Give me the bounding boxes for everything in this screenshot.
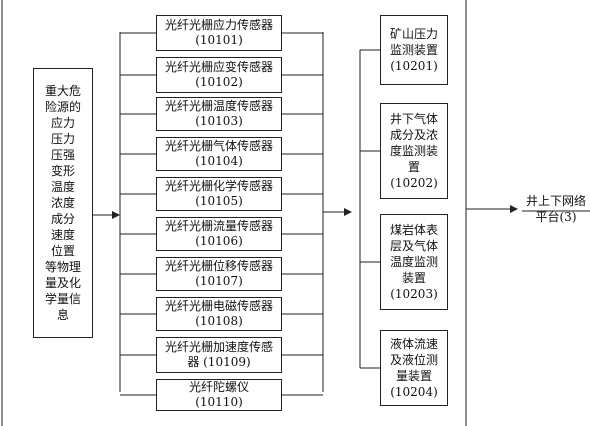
sensor-code: (10110) [195,395,243,409]
monitoring-device-line: 及液位测 [389,353,438,367]
hazard-source-box: 重大危险源的应力压力压强变形温度浓度成分速度位置等物理量及化学量信息 [33,68,93,338]
sensor-code: (10103) [195,114,243,128]
platform-line-1: 井上下网络 [525,194,586,208]
platform-line-2: 平台(3) [535,210,577,224]
sensor-to-device-arrow-head [344,208,352,216]
monitoring-device-line: (10203) [390,287,438,301]
sensor-name: 光纤光栅应变传感器 [164,60,273,74]
monitoring-device-box: 煤岩体表层及气体温度监测装置 (10203) [380,214,448,310]
hazard-source-line: 压力 [50,132,75,146]
sensor-name: 光纤光栅温度传感器 [164,99,273,113]
monitoring-device-line: 层及气体 [389,239,438,253]
sensor-name: 光纤光栅流量传感器 [164,219,273,233]
sensor-connectors [120,32,323,396]
sensor-code: (10105) [195,194,243,208]
sensor-name: 光纤光栅化学传感器 [164,179,273,193]
sensor-box: 光纤光栅化学传感器(10105) [156,177,282,211]
hazard-source-line: 学量信 [44,292,81,306]
sensor-name: 光纤光栅应力传感器 [164,18,273,32]
sensor-box: 光纤陀螺仪(10110) [156,379,282,411]
monitoring-device-line: 矿山压力 [389,27,438,41]
monitoring-device-box: 井下气体成分及浓度监测装置 (10202) [380,103,448,199]
monitoring-device-box: 液体流速及液位测量装置 (10204) [380,330,448,406]
hazard-source-text: 重大危险源的应力压力压强变形温度浓度成分速度位置等物理量及化学量信息 [45,83,81,323]
sensor-code: (10104) [195,154,243,168]
monitoring-device-line: 装置 [401,271,426,285]
sensor-box: 光纤光栅电磁传感器(10108) [156,297,282,331]
sensor-code: (10102) [195,75,243,89]
hazard-source-line: 速度 [50,228,75,242]
sensor-box: 光纤光栅加速度传感器 (10109) [156,337,282,373]
sensor-code: (10107) [195,274,243,288]
hazard-source-line: 温度 [50,180,75,194]
monitoring-device-line: (10204) [390,385,438,399]
monitoring-device-line: 置 [407,160,420,174]
monitoring-device-line: (10201) [390,59,438,73]
sensor-name: 光纤陀螺仪 [188,380,249,394]
device-to-platform-arrow-head [510,205,518,213]
sensor-box: 光纤光栅流量传感器(10106) [156,217,282,251]
hazard-source-line: 量及化 [44,276,81,290]
hazard-source-line: 等物理 [44,260,81,274]
sensor-name: 光纤光栅气体传感器 [164,139,273,153]
sensor-box: 光纤光栅温度传感器(10103) [156,97,282,131]
sensor-name: 光纤光栅加速度传感 [164,340,273,354]
hazard-source-line: 浓度 [50,196,75,210]
sensor-box: 光纤光栅应变传感器(10102) [156,57,282,93]
monitoring-device-line: 井下气体 [389,112,438,126]
monitoring-device-line: (10202) [390,176,438,190]
monitoring-device-line: 监测装置 [389,43,438,57]
sensor-code: (10106) [195,234,243,248]
device-connectors [360,49,380,369]
monitoring-device-line: 液体流速 [389,337,438,351]
sensor-code: (10101) [195,33,243,47]
monitoring-device-line: 温度监测 [389,255,438,269]
sensor-code: (10108) [195,314,243,328]
source-arrow-head [112,211,120,219]
hazard-source-line: 重大危 [44,84,81,98]
hazard-source-line: 变形 [50,164,75,178]
monitoring-device-line: 成分及浓 [389,128,438,142]
sensor-box: 光纤光栅气体传感器(10104) [156,137,282,171]
hazard-source-line: 险源的 [44,100,81,114]
hazard-source-line: 位置 [50,244,75,258]
hazard-source-line: 成分 [50,212,75,226]
sensor-box: 光纤光栅应力传感器(10101) [156,15,282,51]
monitoring-device-line: 度监测装 [389,144,438,158]
monitoring-device-line: 煤岩体表 [389,223,438,237]
monitoring-device-line: 量装置 [395,369,432,383]
hazard-source-line: 应力 [50,116,75,130]
sensor-name: 光纤光栅位移传感器 [164,259,273,273]
hazard-source-line: 息 [56,308,69,322]
outer-frame [1,0,467,426]
sensor-name: 光纤光栅电磁传感器 [164,299,273,313]
sensor-name-continued: 器 (10109) [187,355,251,369]
network-platform: 井上下网络 平台(3) [522,193,590,225]
monitoring-device-box: 矿山压力监测装置 (10201) [380,15,448,85]
sensor-box: 光纤光栅位移传感器(10107) [156,257,282,291]
hazard-source-line: 压强 [50,148,75,162]
